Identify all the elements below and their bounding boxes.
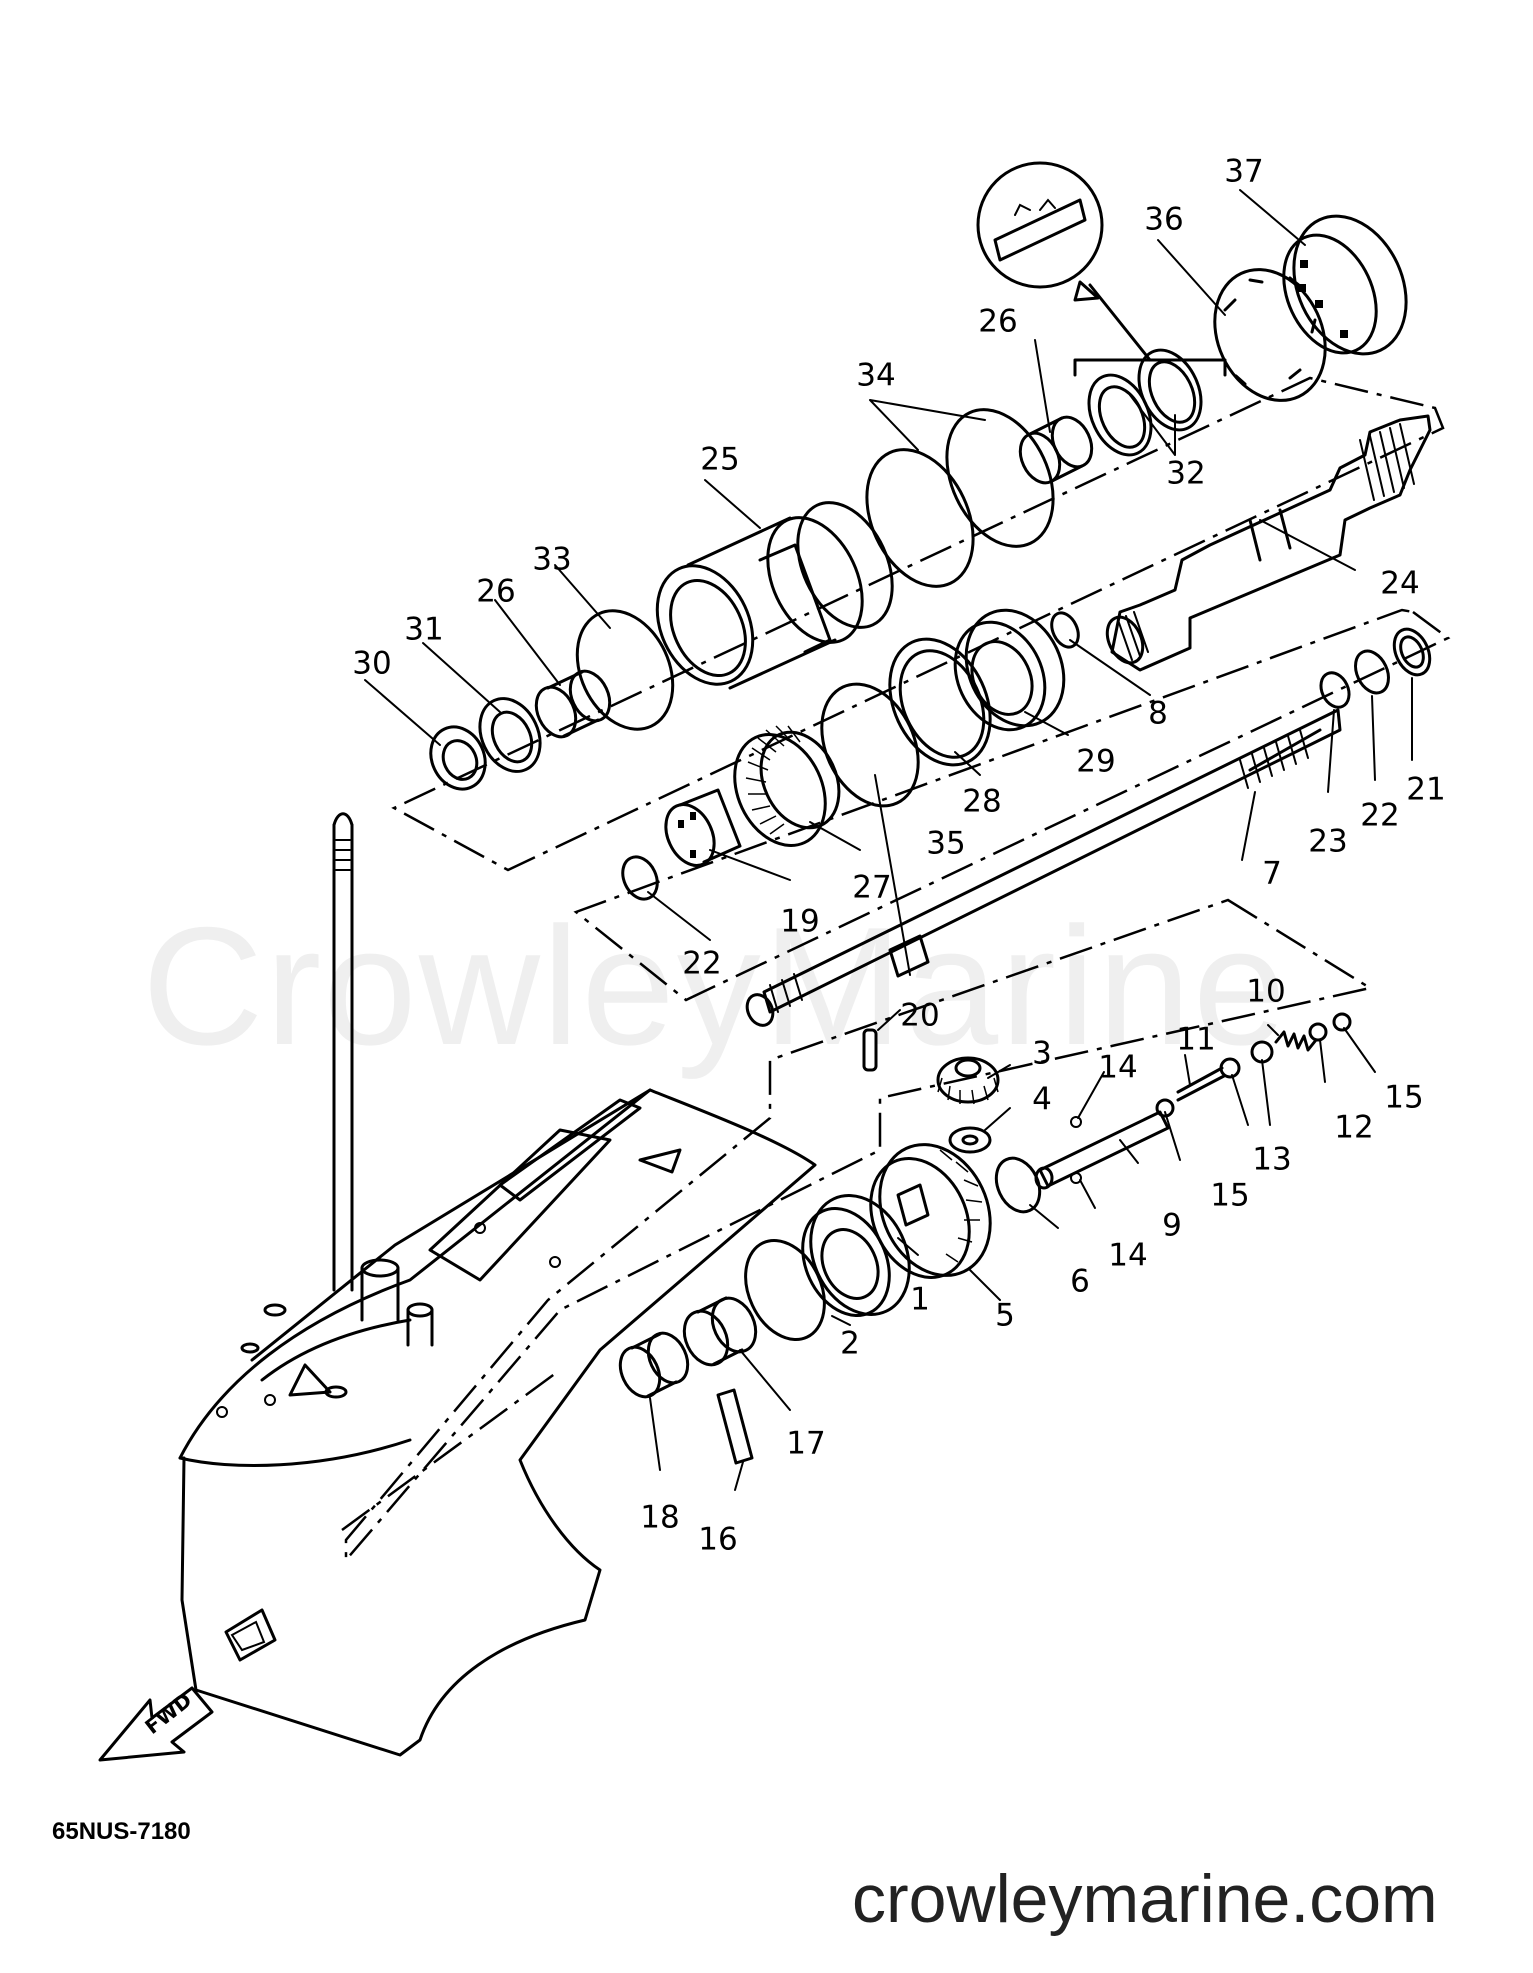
part-27-reverse-gear [733,725,841,847]
part-26-needle-bearing-lower [534,669,612,739]
diagram-code: 65NUS-7180 [52,1818,191,1845]
detail-inset-circle [976,161,1104,302]
callout-27: 27 [852,869,892,906]
callout-11: 11 [1176,1021,1216,1058]
callout-17: 17 [786,1425,826,1462]
callout-20: 20 [900,997,940,1034]
callout-2: 2 [840,1325,860,1362]
callout-34: 34 [856,357,896,394]
part-30-oil-seal [429,725,487,791]
part-32-shims [1073,283,1227,457]
callout-35: 35 [926,825,966,862]
part-12-ball [1308,1022,1328,1042]
part-8-circlip [1050,611,1080,649]
part-18-bushing [618,1331,690,1399]
callout-1: 1 [910,1281,930,1318]
part-29-ball-bearing [953,608,1066,732]
fwd-arrow-icon: FWD [98,1686,214,1762]
callout-13: 13 [1252,1141,1292,1178]
callout-14-upper: 14 [1098,1049,1138,1086]
group-outline-top [391,376,1445,872]
part-11-pin [1176,1066,1226,1102]
callout-23: 23 [1308,823,1348,860]
callout-14-lower: 14 [1108,1237,1148,1274]
callout-37: 37 [1224,153,1264,190]
callout-7: 7 [1262,855,1282,892]
part-9-shift-rod [1034,1110,1170,1190]
callout-36: 36 [1144,201,1184,238]
callout-12: 12 [1334,1109,1374,1146]
callout-16: 16 [698,1521,738,1558]
callout-6: 6 [1070,1263,1090,1300]
part-19-dog-clutch [664,788,742,867]
part-7-main-shaft [745,708,1342,1027]
callout-4: 4 [1032,1081,1052,1118]
part-22-washer-right [1354,649,1390,695]
callout-8: 8 [1148,695,1168,732]
callout-10: 10 [1246,973,1286,1010]
part-26-needle-bearing-upper [1018,415,1094,485]
callout-18: 18 [640,1499,680,1536]
part-1-taper-bearing [801,1194,911,1317]
part-23-washer [1319,671,1351,709]
callout-21: 21 [1406,771,1446,808]
callout-25: 25 [700,441,740,478]
site-url: crowleymarine.com [852,1861,1438,1937]
part-3-pinion-gear [936,1056,1000,1105]
part-20-pin [862,1028,878,1072]
part-35-o-ring [820,682,920,808]
part-16-pin [716,1388,754,1465]
leader-lines [364,189,1413,1491]
callout-26-lower: 26 [476,573,516,610]
part-31-washer [478,697,542,773]
part-24-propeller-shaft [1105,414,1432,672]
callout-30: 30 [352,645,392,682]
callout-29: 29 [1076,743,1116,780]
part-21-washer [1392,627,1432,677]
callout-15-left: 15 [1210,1177,1250,1214]
callout-33: 33 [532,541,572,578]
callout-15-right: 15 [1384,1079,1424,1116]
callout-22-right: 22 [1360,797,1400,834]
part-15-right-ball [1332,1012,1352,1032]
part-34-o-rings [865,408,1055,588]
part-25-bearing-housing [655,501,894,690]
part-4-nut [948,1126,992,1154]
callout-3: 3 [1032,1035,1052,1072]
group-outline-middle [573,608,1451,1002]
part-14-balls [1070,1116,1082,1184]
group-outline-lower [344,898,1374,1564]
part-17-needle-bearing [682,1296,758,1367]
part-22-washer-left [621,855,659,901]
callout-22-left: 22 [682,945,722,982]
callout-32: 32 [1166,455,1206,492]
callout-19: 19 [780,903,820,940]
lower-casing [178,812,817,1757]
callout-31: 31 [404,611,444,648]
part-15-left-ball [1155,1098,1175,1118]
part-10-spring [1274,1030,1318,1052]
callout-9: 9 [1162,1207,1182,1244]
callout-5: 5 [995,1297,1015,1334]
part-2-shim [744,1238,826,1342]
callout-26-upper: 26 [978,303,1018,340]
callout-28: 28 [962,783,1002,820]
part-5-forward-gear [869,1143,992,1279]
part-37-ring-nut [1282,214,1408,356]
callout-24: 24 [1380,565,1420,602]
